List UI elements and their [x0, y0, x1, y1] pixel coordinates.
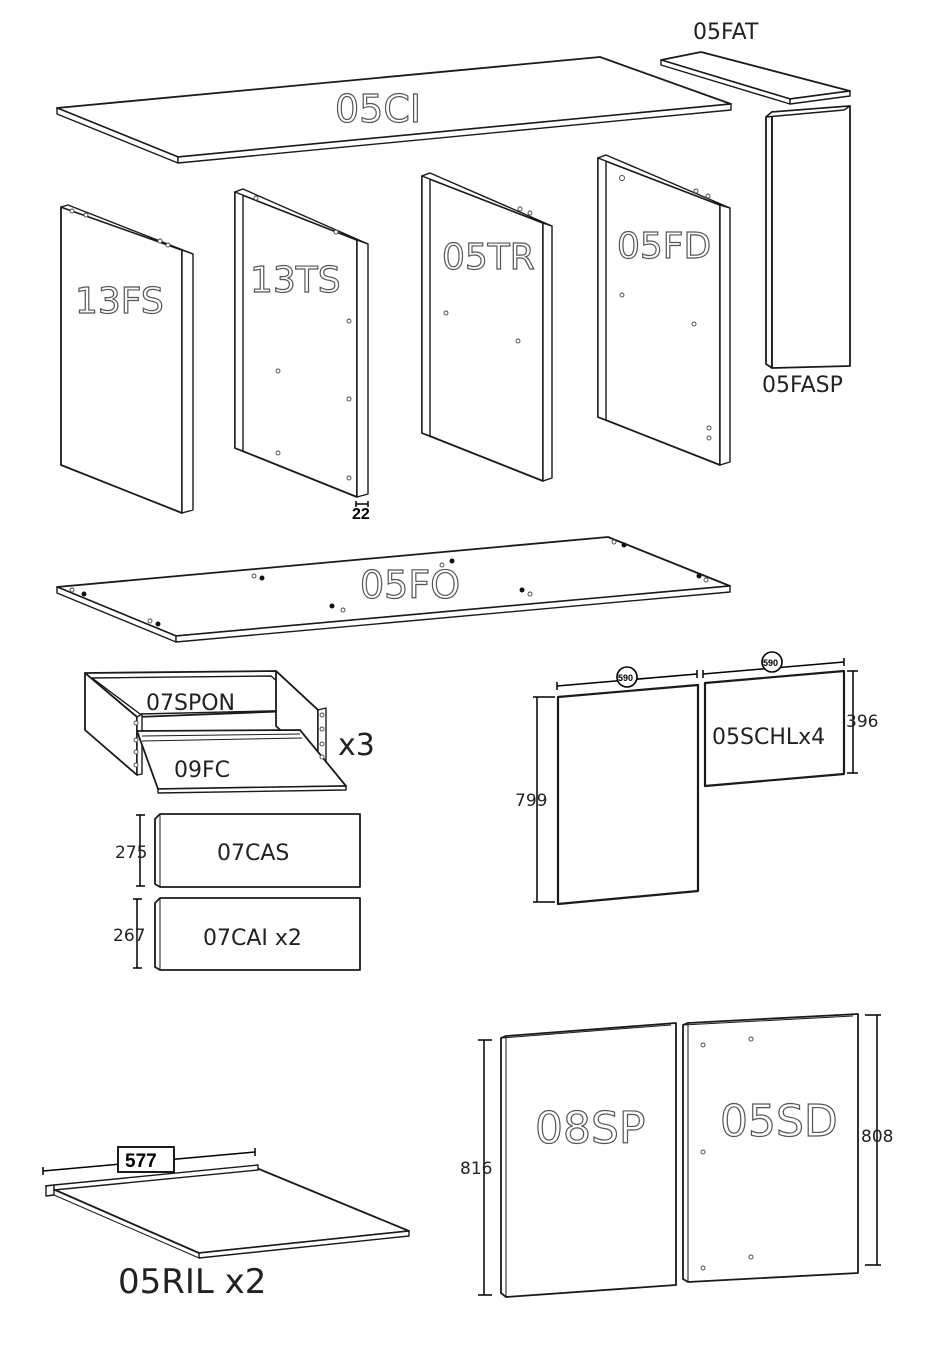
- hole: [254, 196, 258, 200]
- hole: [341, 608, 345, 612]
- part-13fs: 13FS: [61, 205, 193, 513]
- dim-thickness: 22: [352, 506, 370, 523]
- hole: [166, 243, 170, 247]
- label-05tr: 05TR: [442, 237, 535, 278]
- part-05ril: 577 05RIL x2: [43, 1147, 409, 1302]
- hole: [749, 1255, 753, 1259]
- hole: [697, 574, 702, 579]
- part-05sd: 808 05SD: [683, 1014, 893, 1282]
- label-05fat: 05FAT: [693, 20, 759, 45]
- part-05schl: 590 396 05SCHLx4: [703, 652, 878, 786]
- label-drawer-qty: x3: [338, 728, 375, 763]
- hole: [320, 755, 324, 759]
- hole: [134, 763, 138, 767]
- hole: [158, 239, 162, 243]
- hole: [528, 592, 532, 596]
- label-08sp: 08SP: [535, 1103, 645, 1154]
- label-05fd: 05FD: [617, 226, 711, 267]
- hole: [701, 1043, 705, 1047]
- hole: [334, 230, 338, 234]
- hole: [134, 738, 138, 742]
- label-05fasp: 05FASP: [762, 373, 843, 398]
- hole: [622, 543, 627, 548]
- label-13ts: 13TS: [250, 260, 341, 301]
- label-05fo: 05FO: [360, 563, 460, 607]
- part-07cai: 267 07CAI x2: [113, 898, 360, 970]
- hole: [620, 176, 625, 181]
- hole: [612, 540, 616, 544]
- hole: [620, 293, 624, 297]
- hole: [70, 588, 74, 592]
- hole: [134, 750, 138, 754]
- hole: [707, 436, 711, 440]
- dim-07cas-height: 275: [115, 843, 147, 863]
- hole: [704, 578, 708, 582]
- part-drawer-box: 07SPON 09FC x3: [85, 671, 375, 793]
- label-07cas: 07CAS: [217, 841, 289, 866]
- hole: [84, 213, 88, 217]
- part-08sp: 816 08SP: [460, 1023, 676, 1297]
- hole: [70, 209, 74, 213]
- dim-small-width: 590: [763, 658, 778, 668]
- hole: [701, 1150, 705, 1154]
- hole: [347, 397, 351, 401]
- part-tall-front: 590 799: [515, 667, 698, 904]
- dim-tall-width: 590: [618, 673, 633, 683]
- hole: [749, 1037, 753, 1041]
- dim-07cai-height: 267: [113, 926, 145, 946]
- hole: [320, 713, 324, 717]
- hole: [520, 588, 525, 593]
- hole: [444, 311, 448, 315]
- label-07spon: 07SPON: [146, 691, 235, 716]
- hole: [82, 592, 87, 597]
- hole: [707, 426, 711, 430]
- hole: [320, 742, 324, 746]
- hole: [148, 619, 152, 623]
- hole: [347, 476, 351, 480]
- hole: [134, 721, 138, 725]
- dim-tall-height: 799: [515, 791, 547, 811]
- hole: [252, 574, 256, 578]
- label-09fc: 09FC: [174, 758, 230, 783]
- hole: [692, 322, 696, 326]
- label-05ci: 05CI: [335, 87, 421, 131]
- hole: [330, 604, 335, 609]
- hole: [276, 369, 280, 373]
- hole: [320, 727, 324, 731]
- hole: [528, 211, 532, 215]
- label-13fs: 13FS: [75, 281, 164, 322]
- dim-rail-width: 577: [125, 1151, 157, 1172]
- hole: [706, 194, 710, 198]
- hole: [518, 207, 522, 211]
- part-05fo: 05FO: [57, 537, 730, 642]
- label-07cai: 07CAI x2: [203, 926, 302, 951]
- part-05fasp: 05FASP: [762, 106, 850, 398]
- label-05sd: 05SD: [720, 1096, 838, 1147]
- hole: [694, 189, 698, 193]
- label-05schl: 05SCHLx4: [712, 725, 825, 750]
- dim-05sd-height: 808: [861, 1127, 893, 1147]
- part-05ci: 05CI: [57, 57, 731, 163]
- hole: [516, 339, 520, 343]
- part-05fd: 05FD: [598, 155, 730, 465]
- hole: [347, 319, 351, 323]
- part-07cas: 275 07CAS: [115, 814, 360, 887]
- hole: [701, 1266, 705, 1270]
- part-13ts: 13TS 22: [235, 189, 370, 523]
- hole: [276, 451, 280, 455]
- hole: [260, 576, 265, 581]
- dim-08sp-height: 816: [460, 1159, 492, 1179]
- hole: [156, 622, 161, 627]
- part-05tr: 05TR: [422, 173, 552, 481]
- dim-small-height: 396: [846, 712, 878, 732]
- label-05ril: 05RIL x2: [118, 1262, 266, 1302]
